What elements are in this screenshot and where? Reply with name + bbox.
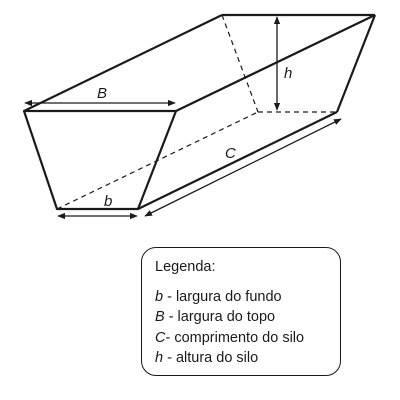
legend-item-h: h - altura do silo [155, 348, 340, 369]
legend-item-C: C- comprimento do silo [155, 328, 340, 349]
label-h: h [284, 65, 292, 82]
front-face [22, 109, 178, 211]
legend-text: - largura do fundo [163, 288, 282, 305]
legend-item-b: b - largura do fundo [155, 287, 340, 308]
label-B: B [97, 85, 107, 102]
legend-symbol: b [155, 288, 164, 305]
hidden-back-left-edge [221, 14, 259, 113]
bottom-right-edge [137, 111, 338, 210]
top-left-edge [23, 14, 223, 112]
back-right-edge [335, 14, 377, 113]
dimension-C-line [144, 118, 342, 217]
label-b: b [104, 193, 112, 210]
legend-item-B: B - largura do topo [155, 307, 340, 328]
legend-title: Legenda: [155, 259, 216, 275]
legend-box: Legenda: b - largura do fundo B - largur… [141, 247, 341, 376]
legend-symbol: C [155, 329, 166, 346]
legend-text: - comprimento do silo [165, 329, 305, 346]
legend-symbol: B [155, 309, 165, 325]
legend-symbol: h [155, 350, 164, 366]
label-C: C [225, 145, 236, 162]
legend-text: - altura do silo [163, 350, 259, 366]
legend-text: - largura do topo [164, 309, 276, 325]
top-right-edge [175, 14, 376, 112]
